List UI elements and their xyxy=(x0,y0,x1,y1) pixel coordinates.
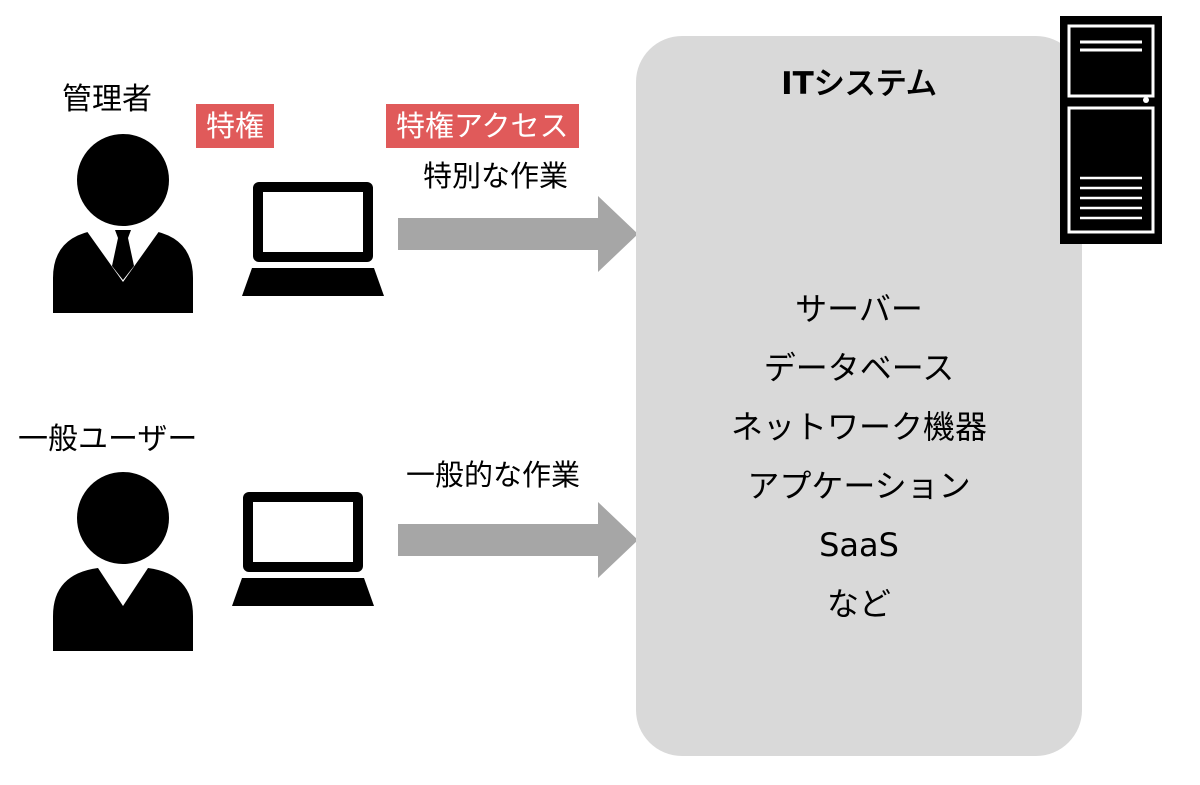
server-tower-icon xyxy=(1060,16,1162,244)
general-user-icon xyxy=(53,472,193,651)
arrow-right-icon xyxy=(398,196,638,272)
it-system-list: サーバー データベース ネットワーク機器 アプケーション SaaS など xyxy=(636,280,1082,634)
admin-user-icon xyxy=(53,134,193,313)
list-item: SaaS xyxy=(819,526,899,564)
list-item: ネットワーク機器 xyxy=(730,408,987,446)
admin-label: 管理者 xyxy=(62,82,152,117)
list-item: アプケーション xyxy=(747,467,971,505)
list-item: サーバー xyxy=(795,290,923,328)
general-user-label: 一般ユーザー xyxy=(18,422,198,457)
laptop-icon xyxy=(232,492,374,606)
privileged-task-label: 特別な作業 xyxy=(423,159,569,193)
list-item: など xyxy=(826,585,891,623)
laptop-icon xyxy=(242,182,384,296)
privileged-access-tag: 特権アクセス xyxy=(386,104,579,148)
arrow-right-icon xyxy=(398,502,638,578)
general-task-label: 一般的な作業 xyxy=(406,458,581,492)
it-system-panel xyxy=(636,36,1082,756)
list-item: データベース xyxy=(763,349,955,387)
privilege-tag: 特権 xyxy=(196,104,275,148)
it-system-title: ITシステム xyxy=(781,66,937,102)
